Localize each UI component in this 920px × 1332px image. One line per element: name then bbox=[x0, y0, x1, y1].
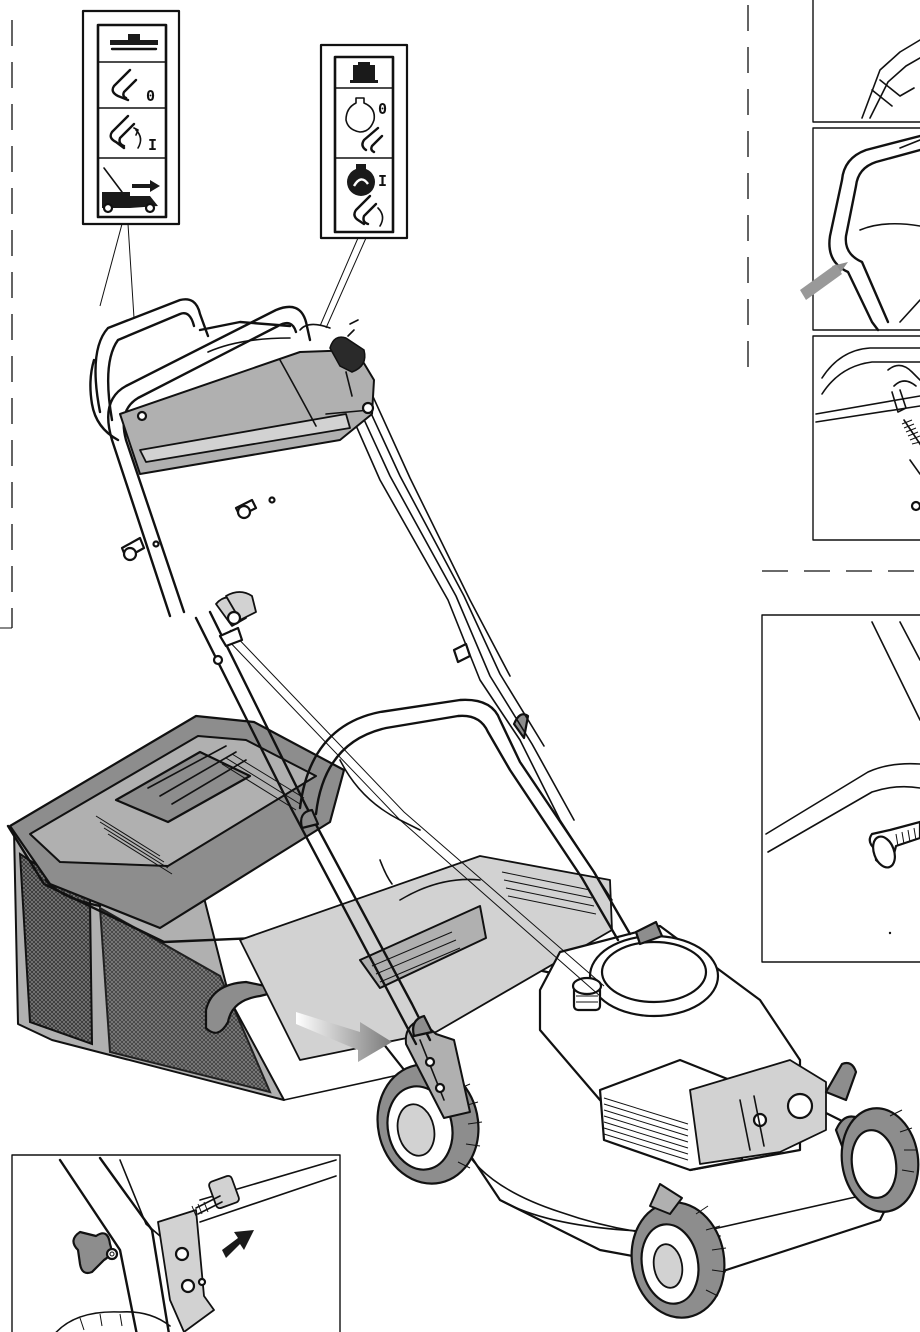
inset-top-right-2 bbox=[800, 127, 920, 332]
height-adjust-lever bbox=[649, 1183, 683, 1215]
carriage-bolt-icon bbox=[868, 820, 920, 869]
screw-icon bbox=[120, 536, 160, 562]
inset-top-right-1 bbox=[812, 0, 920, 123]
control-cables bbox=[223, 367, 613, 997]
drive-control-lever-icon bbox=[329, 336, 366, 397]
direction-arrow-icon bbox=[296, 1012, 392, 1062]
handle-clamp-knob bbox=[212, 591, 257, 666]
engine bbox=[538, 924, 866, 1172]
engine-symbol bbox=[350, 62, 378, 83]
catcher-vent-slots bbox=[95, 753, 305, 875]
grass-catcher-box bbox=[6, 714, 441, 1101]
engine-off-symbol: 0 bbox=[345, 97, 387, 154]
upper-handle-cover bbox=[119, 319, 375, 475]
knob-icon bbox=[72, 1230, 119, 1275]
front-right-wheel bbox=[840, 1107, 920, 1213]
inset-bolt-detail bbox=[761, 614, 920, 963]
mark-0: 0 bbox=[146, 87, 155, 105]
dashed-frame-lines bbox=[0, 5, 920, 629]
inset-handle-mount bbox=[11, 1154, 341, 1332]
blade-brake-symbol bbox=[110, 34, 158, 51]
spring-icon bbox=[901, 419, 920, 446]
lever-released-symbol: 0 bbox=[111, 68, 155, 105]
rope-guide bbox=[218, 626, 244, 648]
oil-filler-cap-icon bbox=[571, 976, 603, 1012]
handle-bolts bbox=[120, 496, 276, 562]
cable-clip bbox=[452, 642, 472, 664]
mark-I-engine: I bbox=[378, 172, 387, 190]
bolt-icon bbox=[191, 1174, 240, 1217]
engine-on-symbol: I bbox=[347, 164, 387, 227]
right-label-panel: 0 I bbox=[319, 43, 409, 329]
starter-handle-icon bbox=[824, 1061, 858, 1102]
front-left-wheel bbox=[630, 1201, 727, 1319]
inset-top-right-3 bbox=[812, 335, 920, 541]
mower-drive-forward-symbol bbox=[102, 167, 160, 214]
cooling-fins bbox=[603, 1097, 689, 1161]
lever-engaged-symbol: I bbox=[109, 114, 157, 154]
screw-icon bbox=[234, 496, 276, 520]
mark-I: I bbox=[148, 136, 157, 154]
mark-0-engine: 0 bbox=[378, 100, 387, 118]
left-label-panel: 0 I bbox=[81, 9, 181, 319]
